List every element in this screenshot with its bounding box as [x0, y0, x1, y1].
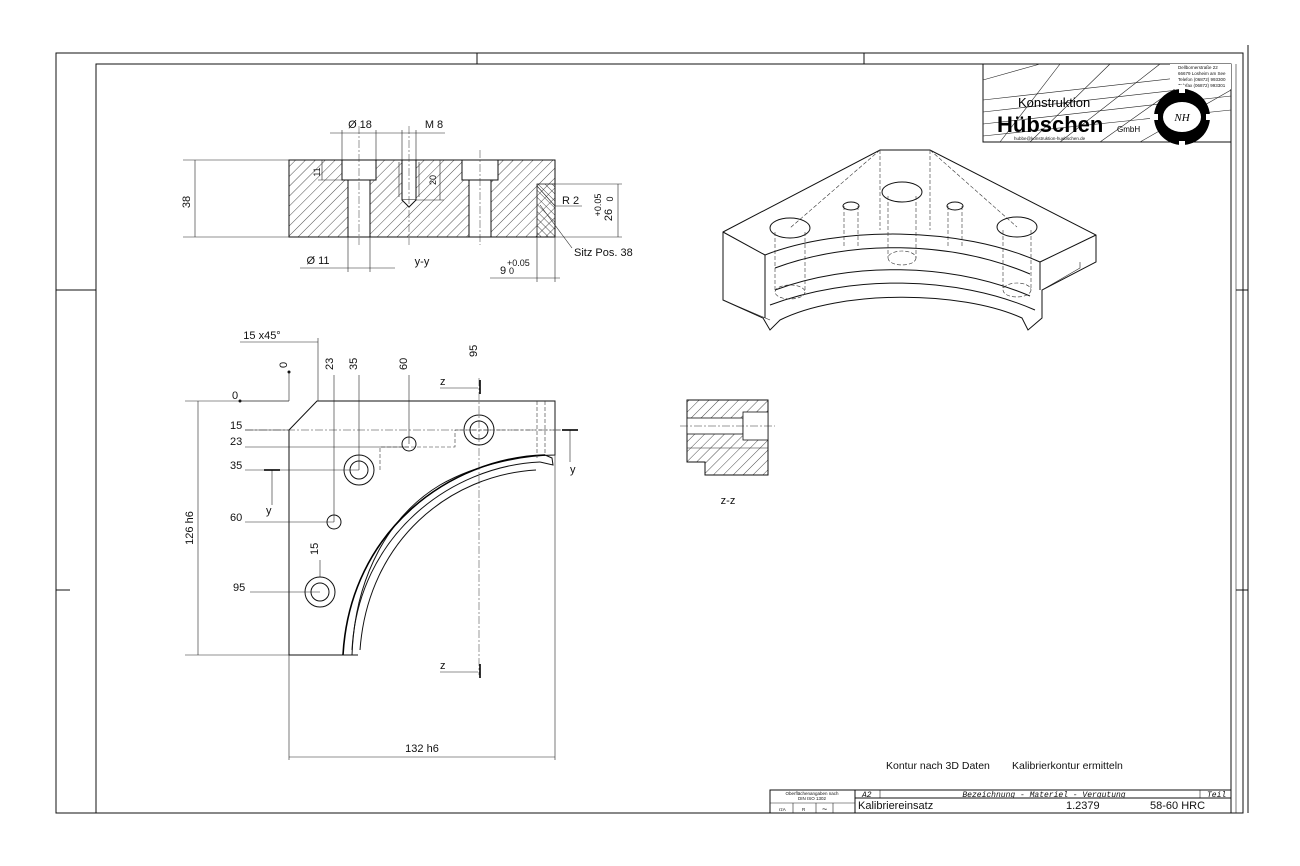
- y-tick-0: 0: [232, 390, 238, 402]
- dim-9-tol-lower: 0: [509, 266, 514, 276]
- section-zz-label: z-z: [721, 495, 736, 507]
- sheet-size: A2: [861, 791, 872, 800]
- dim-dia-11: Ø 11: [306, 255, 329, 267]
- notes: Kontur nach 3D Daten Kalibrierkontur erm…: [886, 760, 1123, 772]
- cut-z-bottom: z: [440, 660, 446, 672]
- dim-width-132: 132 h6: [405, 743, 439, 755]
- dim-height-126: 126 h6: [184, 511, 196, 545]
- dim-9: 9: [500, 265, 506, 277]
- part-header: Teil: [1207, 791, 1226, 800]
- y-tick-15: 15: [230, 420, 242, 432]
- dim-26: 26: [603, 209, 615, 221]
- x-tick-35: 35: [348, 358, 360, 370]
- dim-m8: M 8: [425, 119, 443, 131]
- dim-11: 11: [312, 167, 322, 176]
- sheet-frame: [55, 45, 1249, 814]
- plan-view: 15 x45° 0 23 35 60 95 0 15 23 35 60 95 1…: [184, 330, 578, 760]
- surface-note-1: Oberflächenangaben nach: [785, 791, 839, 796]
- surface-symbol-1: rzA: [779, 807, 786, 812]
- cut-z-top: z: [440, 376, 446, 388]
- company-line1: Konstruktion: [1018, 95, 1090, 110]
- surface-symbol-3: ~: [822, 804, 827, 814]
- company-monogram: NH: [1173, 112, 1190, 124]
- dim-26-tol-upper: +0.05: [593, 194, 603, 217]
- company-suffix: GmbH: [1117, 125, 1140, 134]
- section-yy-label: y-y: [415, 256, 430, 268]
- note-contour: Kontur nach 3D Daten: [886, 760, 990, 772]
- y-tick-60: 60: [230, 512, 242, 524]
- title-header: Bezeichnung - Materiel - Vergutung: [962, 791, 1125, 800]
- dim-dia-18: Ø 18: [348, 119, 372, 131]
- y-tick-23: 23: [230, 436, 242, 448]
- isometric-view: [722, 149, 1097, 331]
- cut-y-left: y: [266, 505, 272, 517]
- y-tick-95: 95: [233, 582, 245, 594]
- dim-20: 20: [428, 175, 438, 185]
- company-logo-block: Dellbornerstraße 22 66679 Losheim am See…: [982, 63, 1232, 149]
- fax: Telefax (06872) 993301: [1178, 83, 1226, 88]
- x-tick-23: 23: [324, 358, 336, 370]
- section-zz-view: z-z: [680, 399, 775, 507]
- gear-icon: NH: [1150, 85, 1214, 149]
- surface-symbol-2: R: [802, 807, 806, 812]
- note-calibration: Kalibrierkontur ermitteln: [1012, 760, 1123, 772]
- dim-9-tol-upper: +0.05: [507, 258, 530, 268]
- part-name: Kalibriereinsatz: [858, 800, 933, 812]
- hardness: 58-60 HRC: [1150, 800, 1205, 812]
- dim-38: 38: [181, 196, 193, 208]
- phone: Telefon (06872) 993300: [1178, 77, 1226, 82]
- x-tick-60: 60: [398, 358, 410, 370]
- address-line-1: Dellbornerstraße 22: [1178, 65, 1218, 70]
- company-name: Hübschen: [997, 112, 1103, 137]
- x-tick-0: 0: [278, 362, 290, 368]
- address-line-2: 66679 Losheim am See: [1178, 71, 1226, 76]
- surface-note-2: DIN ISO 1302: [798, 796, 827, 801]
- x-tick-95: 95: [468, 345, 480, 357]
- material: 1.2379: [1066, 800, 1100, 812]
- dim-chamfer: 15 x45°: [243, 330, 280, 342]
- seat-note: Sitz Pos. 38: [574, 247, 633, 259]
- company-email: hubbe@konstruktion-huebschen.de: [1014, 136, 1086, 141]
- dim-26-tol-lower: 0: [605, 196, 615, 201]
- y-tick-35: 35: [230, 460, 242, 472]
- title-block: Oberflächenangaben nach DIN ISO 1302 rzA…: [769, 789, 1232, 814]
- dim-r2: R 2: [562, 195, 579, 207]
- dim-hole-15: 15: [309, 543, 321, 555]
- section-yy-view: 38 Ø 18 M 8 11 20 R 2 26 +0.05 0 Sitz Po…: [181, 119, 633, 282]
- cut-y-right: y: [570, 464, 576, 476]
